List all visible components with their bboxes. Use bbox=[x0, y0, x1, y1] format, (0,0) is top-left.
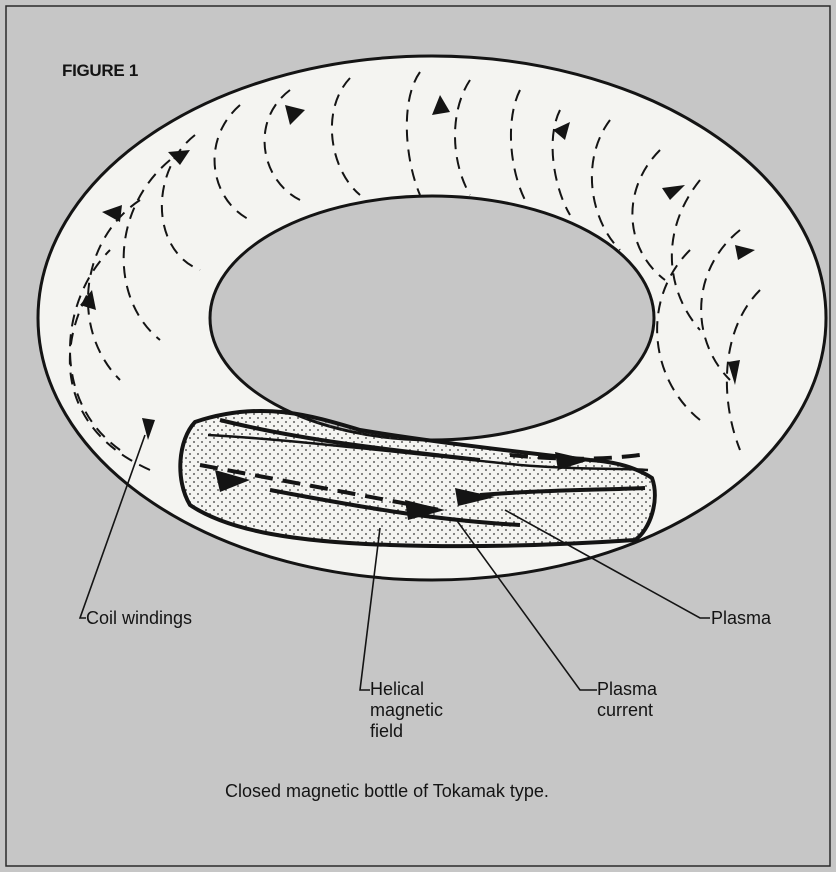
label-line: field bbox=[370, 721, 443, 742]
label-line: Plasma bbox=[597, 679, 657, 700]
label-plasma: Plasma bbox=[711, 608, 771, 629]
label-line: current bbox=[597, 700, 657, 721]
label-helical-magnetic-field: Helical magnetic field bbox=[370, 679, 443, 742]
label-line: magnetic bbox=[370, 700, 443, 721]
figure-title: FIGURE 1 bbox=[62, 60, 138, 81]
label-plasma-current: Plasma current bbox=[597, 679, 657, 721]
torus-hole bbox=[210, 196, 654, 440]
label-coil-windings: Coil windings bbox=[86, 608, 192, 629]
figure-caption: Closed magnetic bottle of Tokamak type. bbox=[225, 781, 549, 802]
label-line: Helical bbox=[370, 679, 443, 700]
